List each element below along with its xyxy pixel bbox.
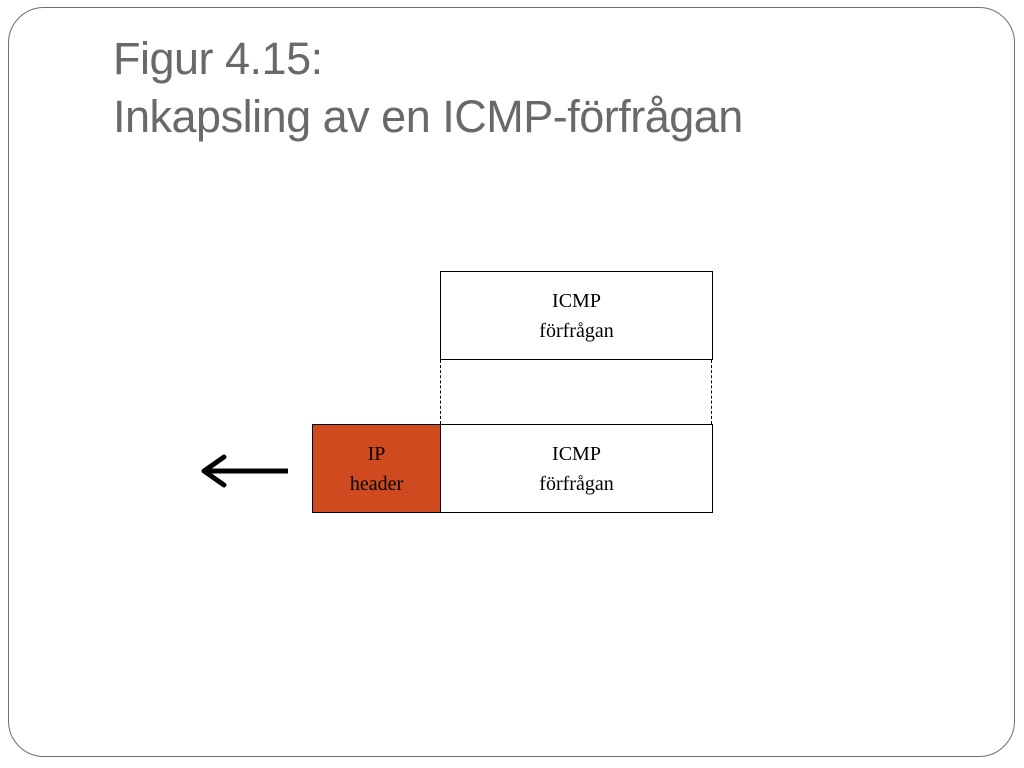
left-arrow-icon	[201, 454, 288, 488]
slide-frame	[8, 7, 1015, 757]
slide-title: Figur 4.15: Inkapsling av en ICMP-förfrå…	[113, 30, 743, 146]
ip-header-label-2: header	[349, 472, 404, 495]
icmp-request-label-1: ICMP	[552, 289, 601, 312]
encapsulation-guide-left	[440, 360, 441, 424]
icmp-request-label-2: förfrågan	[539, 319, 614, 342]
ip-header-label-1: IP	[367, 442, 386, 465]
ip-payload-label-2: förfrågan	[539, 472, 614, 495]
ip-payload-label-1: ICMP	[552, 442, 601, 465]
icmp-request-box: ICMP förfrågan	[440, 271, 713, 360]
encapsulation-guide-right	[711, 360, 712, 424]
ip-payload-box: ICMP förfrågan	[440, 424, 713, 513]
title-line-2: Inkapsling av en ICMP-förfrågan	[113, 91, 743, 142]
ip-header-box: IP header	[312, 424, 441, 513]
title-line-1: Figur 4.15:	[113, 33, 323, 84]
